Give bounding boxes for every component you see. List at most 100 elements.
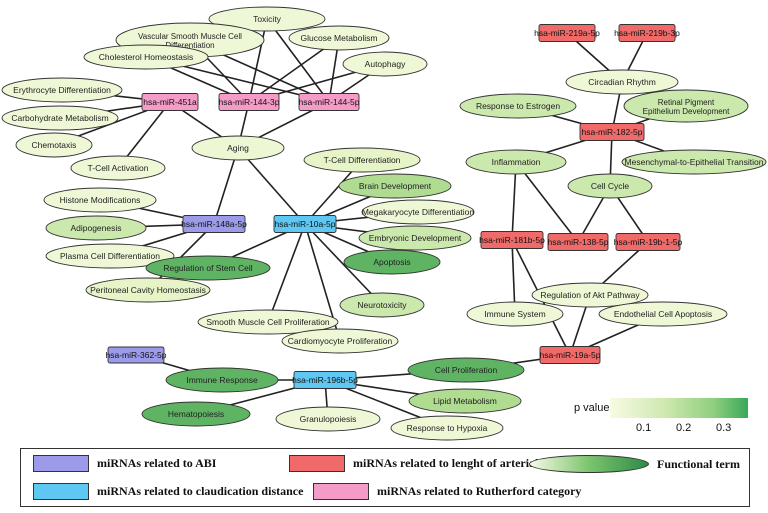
term-node-akt: Regulation of Akt Pathway [531,282,649,308]
mirna-node-m196b: hsa-miR-196b-5p [292,371,358,389]
mirna-box [182,215,246,233]
term-node-erythrocyte: Erythrocyte Differentiation [1,77,123,103]
term-ellipse [208,6,326,32]
term-node-brain: Brain Development [338,173,452,199]
mirna-label: hsa-miR-182-5p [582,127,643,137]
term-label: Erythrocyte Differentiation [13,85,111,95]
term-node-carbohydrate: Carbohydrate Metabolism [1,105,119,131]
term-label: Granulopoiesis [300,414,357,424]
legend-functional-label: Functional term [657,456,740,471]
mirna-label: hsa-miR-451a [143,97,197,107]
mirna-label: hsa-miR-144-5p [299,97,360,107]
term-ellipse [83,44,209,70]
term-label: Carbohydrate Metabolism [11,113,108,123]
mirna-node-m182: hsa-miR-182-5p [579,123,645,141]
term-label: Chemotaxis [32,140,77,150]
legend-claudication: miRNAs related to claudication distance [33,483,303,500]
term-label: Hematopoiesis [168,409,224,419]
term-ellipse [361,199,475,225]
term-ellipse [43,187,157,213]
term-node-hematopoiesis: Hematopoiesis [141,401,251,427]
legend: miRNAs related to ABI miRNAs related to … [20,448,750,507]
term-ellipse [623,89,749,123]
term-ellipse [390,415,504,441]
term-node-peritoneal: Peritoneal Cavity Homeostasis [85,277,211,303]
legend-abi: miRNAs related to ABI [33,455,216,472]
term-label: Autophagy [365,59,406,69]
term-ellipse [45,243,175,269]
mirna-label: hsa-miR-144-3p [219,97,280,107]
mirna-label: hsa-miR-138-5p [548,237,609,247]
term-label: Regulation of Akt Pathway [540,290,640,300]
term-node-immuneresp: Immune Response [165,367,279,393]
term-node-lipid: Lipid Metabolism [408,388,522,414]
mirna-node-m451a: hsa-miR-451a [141,93,199,111]
term-ellipse [465,149,567,175]
term-ellipse [303,147,421,173]
term-ellipse [459,93,577,119]
mirna-node-m10a: hsa-miR-10a-5p [273,215,337,233]
mirna-box [298,93,360,111]
term-node-cholesterol: Cholesterol Homeostasis [83,44,209,70]
term-node-inflammation: Inflammation [465,149,567,175]
term-label: Neurotoxicity [357,300,407,310]
occlusion-swatch [289,455,345,472]
term-node-mesenchymal: Mesenchymal-to-Epithelial Transition [621,149,767,175]
term-node-cellprolif: Cell Proliferation [407,357,525,383]
mirna-node-m19b: hsa-miR-19b-1-5p [614,233,683,251]
legend-rutherford-label: miRNAs related to Rutherford category [377,484,582,498]
term-label: Cell Proliferation [435,365,498,375]
term-ellipse [288,25,390,51]
network-edge [304,223,383,306]
p-value-tick: 0.2 [676,422,692,434]
term-node-tcellact: T-Cell Activation [70,155,166,181]
claudication-swatch [33,483,89,500]
legend-rutherford: miRNAs related to Rutherford category [313,483,581,500]
mirna-node-m219a: hsa-miR-219a-5p [534,24,600,42]
p-value-tick: 0.3 [716,422,732,434]
network-edge [266,18,330,103]
term-node-granulopoiesis: Granulopoiesis [275,406,381,432]
term-label: Immune Response [186,375,258,385]
term-ellipse [466,301,564,327]
term-ellipse [338,173,452,199]
term-ellipse [70,155,166,181]
p-value-tick: 0.1 [636,422,652,434]
term-label: T-Cell Differentiation [324,155,401,165]
term-label: Cardiomyocyte Proliferation [288,336,393,346]
mirna-node-m181b: hsa-miR-181b-5p [479,231,545,249]
mirna-box [547,233,609,251]
mirna-node-m138: hsa-miR-138-5p [547,233,609,251]
term-ellipse [408,388,522,414]
term-node-histone: Histone Modifications [43,187,157,213]
network-edge [248,18,268,103]
mirna-box [539,346,601,364]
term-label: Brain Development [359,181,432,191]
term-node-glucose: Glucose Metabolism [288,25,390,51]
term-node-estrogen: Response to Estrogen [459,93,577,119]
term-ellipse [191,135,285,161]
term-label: T-Cell Activation [88,163,149,173]
mirna-box [218,93,280,111]
term-node-embryonic: Embryonic Development [358,225,472,251]
functional-term-swatch [529,455,649,473]
mirna-label: hsa-miR-219b-3p [614,28,680,38]
term-node-cardio: Cardiomyocyte Proliferation [281,328,399,354]
term-label: Peritoneal Cavity Homeostasis [90,285,206,295]
term-label: Smooth Muscle Cell Proliferation [206,317,330,327]
term-node-plasma: Plasma Cell Differentiation [45,243,175,269]
mirna-label: hsa-miR-19a-5p [540,350,601,360]
network-edge [237,147,306,225]
rutherford-swatch [313,483,369,500]
term-label: Plasma Cell Differentiation [60,251,160,261]
p-value-scale: p value 0.1 0.2 0.3 [574,398,750,438]
term-ellipse [1,105,119,131]
term-node-stemcell: Regulation of Stem Cell [145,255,271,281]
mirna-node-m362: hsa-miR-362-5p [106,346,167,364]
mirna-box [273,215,337,233]
term-label: Immune System [484,309,545,319]
term-label: Cell Cycle [591,181,630,191]
term-ellipse [358,225,472,251]
network-edge [213,147,239,225]
